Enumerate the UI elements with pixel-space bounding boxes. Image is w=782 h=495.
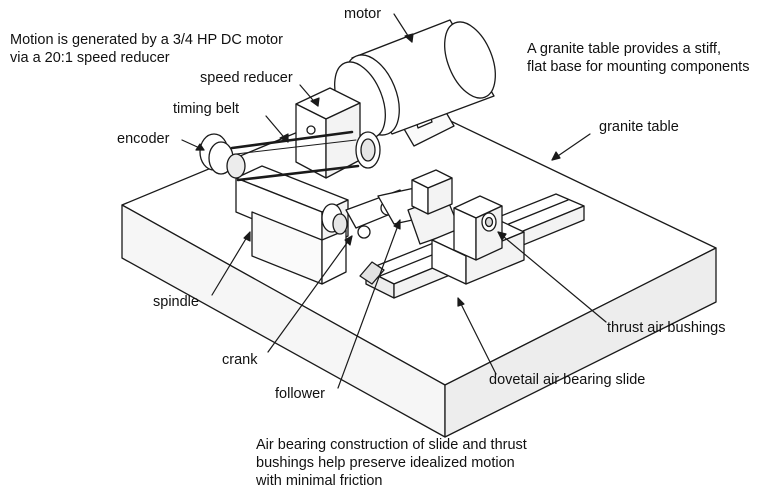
label-spindle: spindle — [153, 294, 199, 310]
label-speed-reducer: speed reducer — [200, 70, 293, 86]
label-dovetail-air-bearing-slide: dovetail air bearing slide — [489, 372, 646, 388]
label-granite-table: granite table — [599, 119, 679, 135]
motor-note-line-1: Motion is generated by a 3/4 HP DC motor — [10, 32, 283, 48]
motor — [334, 19, 496, 139]
label-follower: follower — [275, 386, 325, 402]
leader-lines — [181, 13, 607, 389]
timing-belt — [230, 130, 360, 182]
thrust-air-bushings — [411, 169, 503, 261]
table-note: A granite table provides a stiff, flat b… — [527, 40, 749, 76]
motor-note: Motion is generated by a 3/4 HP DC motor… — [10, 31, 283, 67]
label-timing-belt: timing belt — [173, 101, 240, 117]
bottom-note: Air bearing construction of slide and th… — [256, 436, 527, 490]
table-note-line-1: A granite table provides a stiff, — [527, 41, 721, 57]
label-encoder: encoder — [117, 131, 170, 147]
label-thrust-air-bushings: thrust air bushings — [607, 320, 726, 336]
label-motor: motor — [344, 6, 382, 22]
label-crank: crank — [222, 352, 258, 368]
table-note-line-2: flat base for mounting components — [527, 59, 750, 75]
speed-reducer — [295, 87, 381, 179]
bottom-note-line-3: with minimal friction — [256, 473, 383, 489]
spindle-housing — [235, 165, 349, 285]
bottom-note-line-2: bushings help preserve idealized motion — [256, 455, 515, 471]
motor-note-line-2: via a 20:1 speed reducer — [10, 50, 170, 66]
encoder — [199, 133, 246, 179]
bottom-note-line-1: Air bearing construction of slide and th… — [256, 437, 527, 453]
